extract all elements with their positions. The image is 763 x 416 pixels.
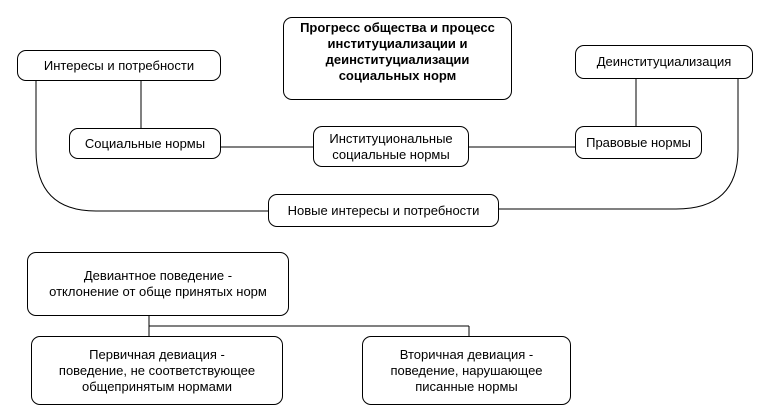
diagram-title-box: Прогресс общества и процесс институциали…: [283, 17, 512, 100]
institutional-norms-box: Институциональные социальные нормы: [313, 126, 469, 167]
secondary-deviation-box: Вторичная девиация - поведение, нарушающ…: [362, 336, 571, 405]
deinstitutionalization-box: Деинституциализация: [575, 45, 753, 79]
new-interests-box: Новые интересы и потребности: [268, 194, 499, 227]
primary-deviation-box: Первичная девиация - поведение, не соотв…: [31, 336, 283, 405]
connector-left-curve: [35, 81, 268, 212]
legal-norms-box: Правовые нормы: [575, 126, 702, 159]
deviant-behavior-box: Девиантное поведение - отклонение от общ…: [27, 252, 289, 316]
connector-right-curve: [499, 79, 739, 210]
interests-needs-box: Интересы и потребности: [17, 50, 221, 81]
social-norms-box: Социальные нормы: [69, 128, 221, 159]
